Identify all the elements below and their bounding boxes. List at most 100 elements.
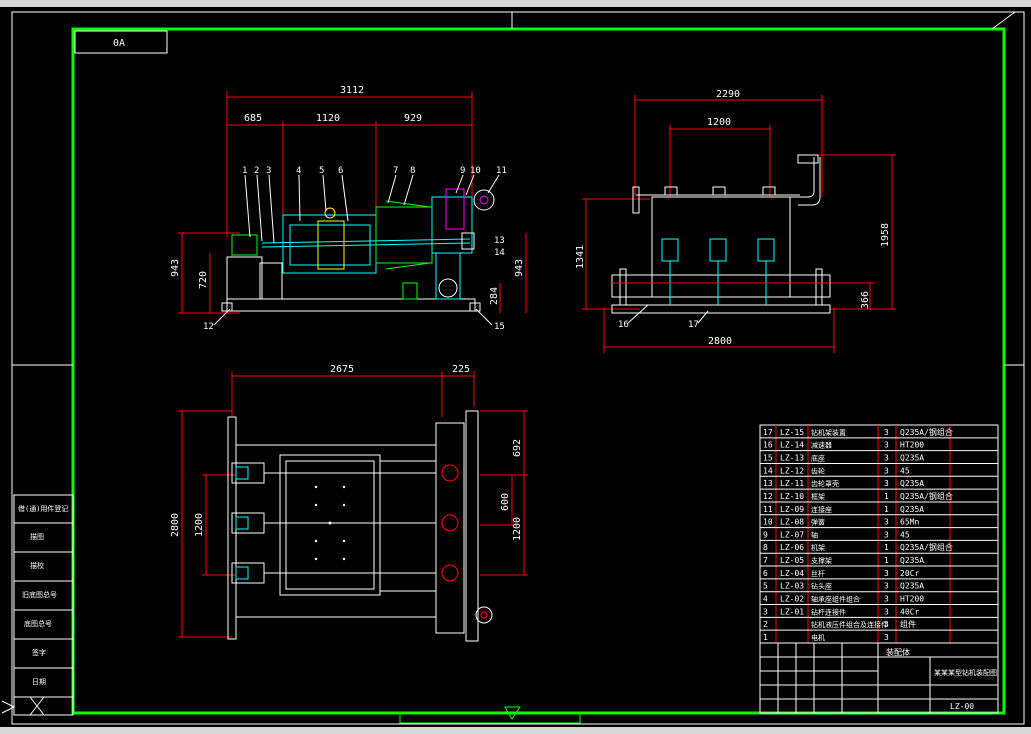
balloon: 7 — [393, 166, 398, 176]
dim-plan-r-top: 692 — [512, 439, 523, 457]
drawing-number: LZ-00 — [950, 702, 974, 711]
window-top-bar — [0, 0, 1031, 7]
balloon: 1 — [242, 166, 247, 176]
bom-cell-no: 5 — [763, 582, 768, 591]
bom-cell-mat: 45 — [900, 530, 910, 539]
dim-plan-h-inner: 1200 — [194, 513, 205, 537]
bom-cell-mat: Q235A/钢组合 — [900, 542, 953, 552]
dim-side-inner: 1200 — [707, 117, 731, 128]
bom-cell-mat: 40Cr — [900, 607, 919, 616]
drawing-title: 装配体 — [886, 647, 910, 657]
dim-front-h3: 943 — [514, 259, 525, 277]
bom-cell-qty: 1 — [884, 556, 889, 565]
bom-cell-name: 弹簧 — [811, 518, 825, 527]
dim-plan-h-total: 2800 — [170, 513, 181, 537]
bom-cell-code: LZ-07 — [780, 530, 804, 539]
bom-cell-name: 减速器 — [811, 441, 832, 450]
bom-cell-no: 10 — [763, 518, 773, 527]
bom-cell-mat: 45 — [900, 466, 910, 475]
bom-cell-name: 支撑架 — [811, 556, 832, 565]
dim-side-bottom: 2800 — [708, 336, 732, 347]
bom-cell-code: LZ-14 — [780, 441, 804, 450]
balloon: 17 — [688, 320, 699, 330]
bom-cell-no: 2 — [763, 620, 768, 629]
bom-cell-qty: 1 — [884, 505, 889, 514]
title-block: 装配体 某某某型钻机装配图 LZ-00 — [759, 642, 999, 714]
drawing-canvas[interactable]: 0A 借(通)用件登记 描图 描校 旧底图总号 底图总号 签字 日期 3112 … — [0, 7, 1031, 727]
bom-cell-qty: 3 — [884, 620, 889, 629]
plan-view: 2675 225 2800 1200 692 600 1200 — [170, 364, 528, 642]
dim-front-total: 3112 — [340, 85, 364, 96]
bom-cell-code: LZ-09 — [780, 505, 804, 514]
strip-label: 签字 — [32, 648, 46, 657]
bom-cell-name: 电机 — [811, 633, 825, 642]
inner-border — [71, 27, 1006, 715]
balloon: 12 — [203, 322, 214, 332]
bom-cell-qty: 3 — [884, 595, 889, 604]
dim-side-top: 2290 — [716, 89, 740, 100]
bom-cell-no: 14 — [763, 466, 773, 475]
side-view: 2290 1200 1341 1958 366 2800 — [575, 89, 896, 353]
bom-cell-code: LZ-02 — [780, 595, 804, 604]
left-strip: 借(通)用件登记 描图 描校 旧底图总号 底图总号 签字 日期 — [1, 494, 74, 716]
bom-cell-qty: 3 — [884, 633, 889, 642]
balloon: 4 — [296, 166, 301, 176]
bom-cell-code: LZ-12 — [780, 466, 804, 475]
bom-cell-name: 钻机架装置 — [811, 428, 846, 437]
strip-label: 借(通)用件登记 — [18, 504, 68, 513]
bom-cell-mat: Q235A — [900, 453, 924, 462]
dim-front-h1: 943 — [170, 259, 181, 277]
bom-cell-no: 7 — [763, 556, 768, 565]
bom-cell-qty: 1 — [884, 543, 889, 552]
bom-cell-name: 丝杆 — [811, 569, 825, 578]
bom-cell-code: LZ-15 — [780, 428, 804, 437]
bom-cell-mat: 65Mn — [900, 518, 919, 527]
balloon: 14 — [494, 248, 505, 258]
corner-line — [991, 11, 1016, 30]
outer-border — [11, 11, 1025, 725]
bom-cell-no: 4 — [763, 595, 768, 604]
bom-cell-qty: 3 — [884, 530, 889, 539]
bom-cell-mat: 20Cr — [900, 569, 919, 578]
balloon: 5 — [319, 166, 324, 176]
balloon: 11 — [496, 166, 507, 176]
balloon: 3 — [266, 166, 271, 176]
bom-cell-no: 15 — [763, 453, 773, 462]
bom-cell-qty: 3 — [884, 428, 889, 437]
bom-cell-no: 1 — [763, 633, 768, 642]
bom-cell-name: 钻杆连接件 — [811, 607, 846, 616]
bom-cell-qty: 3 — [884, 607, 889, 616]
bom-cell-name: 框架 — [811, 492, 825, 501]
cad-drawing: 0A 借(通)用件登记 描图 描校 旧底图总号 底图总号 签字 日期 3112 … — [1, 11, 1025, 725]
bom-cell-name: 机架 — [811, 543, 825, 552]
strip-label: 旧底图总号 — [22, 590, 57, 599]
bom-cell-code: LZ-04 — [780, 569, 804, 578]
bom-cell-name: 轴 — [811, 530, 818, 539]
bom-cell-name: 连接座 — [811, 505, 832, 514]
bom-cell-mat: Q235A — [900, 556, 924, 565]
bom-cell-name: 齿轮罩壳 — [811, 479, 839, 488]
dim-side-h-right: 1958 — [880, 223, 891, 247]
strip-label: 底图总号 — [24, 619, 52, 628]
bom-cell-code: LZ-01 — [780, 607, 804, 616]
bom-cell-qty: 3 — [884, 453, 889, 462]
strip-label: 描校 — [30, 561, 44, 570]
balloon: 2 — [254, 166, 259, 176]
bom-cell-no: 3 — [763, 607, 768, 616]
bom-cell-qty: 1 — [884, 492, 889, 501]
dim-plan-right: 225 — [452, 364, 470, 375]
bom-cell-mat: Q235A — [900, 479, 924, 488]
bom-cell-qty: 3 — [884, 441, 889, 450]
bom-cell-name: 底座 — [811, 453, 825, 462]
dim-front-d3: 929 — [404, 113, 422, 124]
dim-plan-r-mid: 600 — [500, 493, 511, 511]
bom-cell-mat: Q235A — [900, 505, 924, 514]
bom-cell-code: LZ-03 — [780, 582, 804, 591]
bom-cell-mat: HT200 — [900, 441, 924, 450]
bom-cell-qty: 3 — [884, 518, 889, 527]
bom-cell-code: LZ-11 — [780, 479, 804, 488]
bom-cell-no: 8 — [763, 543, 768, 552]
rev-box-text: 0A — [113, 38, 125, 49]
balloon: 6 — [338, 166, 343, 176]
bom-cell-no: 9 — [763, 530, 768, 539]
